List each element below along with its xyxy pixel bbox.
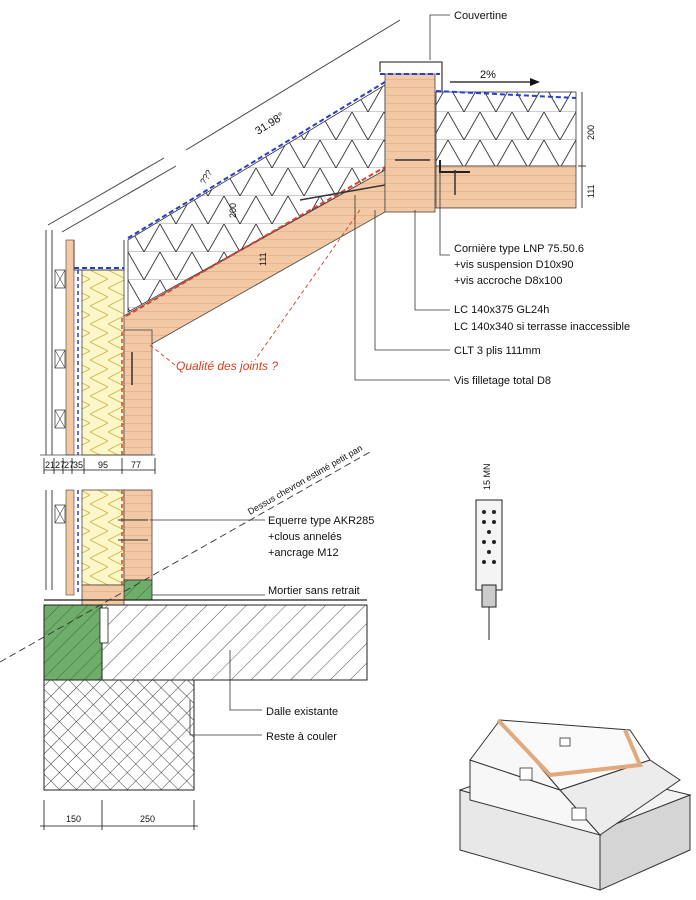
dessus-chevron-label: Dessus chevron estimé petit pan	[246, 443, 364, 517]
vis-label: Vis filletage total D8	[454, 375, 551, 387]
building-3d-sketch	[458, 718, 692, 891]
bottom-dim-150: 150	[66, 814, 81, 824]
sole-plate	[123, 579, 153, 601]
estimated-rafter-line	[0, 451, 371, 663]
roof-outline-line	[185, 19, 401, 151]
existing-slab	[101, 604, 368, 681]
concrete-section	[43, 599, 368, 791]
wall-lower-section	[45, 489, 153, 606]
flat-dim-111: 111	[586, 184, 596, 198]
red-note-leaders	[149, 209, 361, 366]
lc-beam	[384, 73, 436, 213]
roof-membrane-red	[125, 166, 386, 317]
wall-board	[65, 239, 75, 456]
wall-upper-section	[40, 230, 155, 456]
slope-dim-111: 111	[258, 252, 268, 266]
wall-dim-4: 35	[73, 460, 83, 470]
bracket-plate	[475, 499, 503, 591]
flat-insulation-layer	[435, 91, 577, 167]
bracket-foot	[481, 584, 497, 608]
to-pour-block	[43, 679, 195, 791]
reste-label: Reste à couler	[266, 731, 337, 743]
couvertine-label: Couvertine	[454, 10, 507, 22]
batten-box	[54, 409, 66, 429]
corniere-label-2: +vis suspension D10x90	[454, 259, 574, 271]
lc-label-2: LC 140x340 si terrasse inaccessible	[454, 321, 630, 333]
wall-dim-6: 77	[131, 460, 141, 470]
qualite-joints-note: Qualité des joints ?	[176, 359, 278, 373]
equerre-label-1: Equerre type AKR285	[268, 515, 374, 527]
wall-insulation	[81, 489, 125, 586]
bracket-dim-label: 15 MN	[482, 463, 492, 490]
batten-box	[54, 504, 66, 524]
flat-roof-section: 2% 200 111	[379, 61, 596, 213]
corniere-label-3: +vis accroche D8x100	[454, 275, 563, 287]
roof-outline-line	[61, 165, 177, 233]
eave-dim-label: ???	[198, 168, 214, 186]
akr-bracket-detail: 15 MN	[475, 463, 503, 640]
bottom-dim-250: 250	[140, 814, 155, 824]
flat-dim-200: 200	[586, 125, 596, 140]
lc-label-1: LC 140x375 GL24h	[454, 304, 549, 316]
wall-dim-3: 27	[64, 460, 74, 470]
batten-box	[54, 349, 66, 369]
new-concrete-block	[43, 604, 103, 681]
wall-board	[65, 489, 75, 596]
roof-outline-line	[47, 157, 165, 226]
wall-dimension-strip: 21 27 27 35 95 77	[43, 458, 156, 474]
roof-membrane-blue	[127, 81, 386, 239]
angle-label: 31.98°	[253, 110, 286, 137]
flat-membrane-blue	[435, 90, 577, 99]
wall-dim-5: 95	[98, 460, 108, 470]
wall-clt	[123, 489, 153, 581]
flat-clt-slab	[435, 165, 577, 209]
mortier-label: Mortier sans retrait	[268, 585, 360, 597]
couvertine-cap	[379, 61, 443, 92]
leader-lines	[150, 14, 450, 736]
equerre-label-2: +clous annelés	[268, 531, 342, 543]
anchor	[99, 607, 109, 644]
wall-dim-1: 21	[45, 460, 55, 470]
batten-box	[54, 269, 66, 289]
gutter	[73, 240, 125, 271]
bottom-dimension-strip: 150 250	[40, 800, 198, 830]
clt-label: CLT 3 plis 111mm	[454, 345, 541, 357]
slope-label: 2%	[480, 69, 496, 81]
slope-dim-200: 200	[228, 203, 238, 218]
wall-dim-2: 27	[55, 460, 65, 470]
wall-clt	[123, 329, 153, 456]
slope-arrowhead	[530, 78, 540, 86]
equerre-label-3: +ancrage M12	[268, 547, 339, 559]
dalle-label: Dalle existante	[266, 706, 338, 718]
wall-insulation	[81, 269, 125, 456]
corniere-label-1: Cornière type LNP 75.50.6	[454, 243, 584, 255]
roof-screw	[299, 184, 386, 201]
